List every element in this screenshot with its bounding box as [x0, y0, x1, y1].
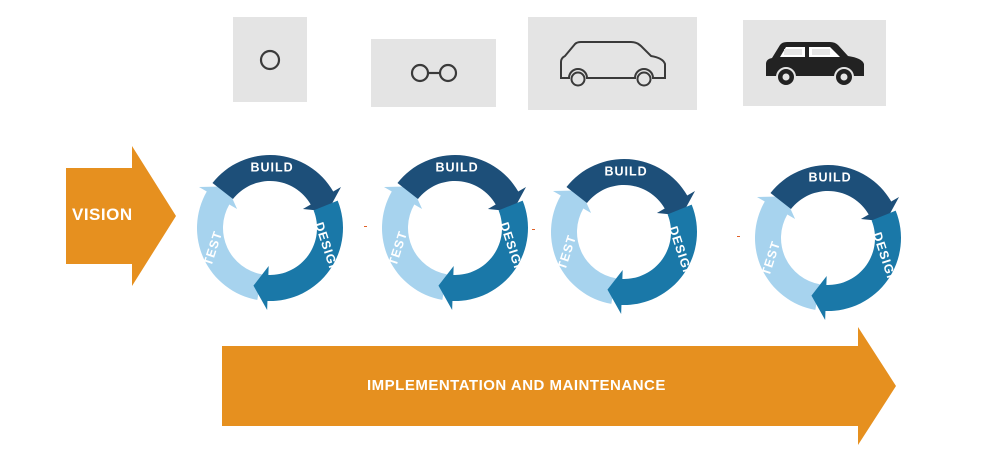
- car-solid-icon: [765, 41, 864, 87]
- axle-icon: [410, 63, 457, 83]
- build-segment: [770, 165, 900, 222]
- stage-box-2: [371, 39, 496, 107]
- build-label: BUILD: [604, 164, 647, 178]
- test-segment: [382, 186, 447, 300]
- connector-dot: [532, 229, 535, 230]
- implementation-label: IMPLEMENTATION AND MAINTENANCE: [367, 377, 666, 394]
- car-outline-icon: [559, 40, 666, 86]
- design-segment: [607, 204, 697, 314]
- connector-dot: [737, 236, 740, 237]
- stage-box-4: [743, 20, 886, 106]
- vision-arrow: VISION: [66, 146, 178, 286]
- design-segment: [438, 200, 528, 310]
- test-segment: [755, 196, 820, 310]
- connector-dot: [364, 226, 367, 227]
- circle-icon: [259, 49, 281, 70]
- build-label: BUILD: [250, 160, 293, 174]
- design-segment: [811, 210, 901, 320]
- test-segment: [197, 186, 262, 300]
- vision-label: VISION: [72, 205, 133, 224]
- stage-box-3: [528, 17, 697, 110]
- stage-box-1: [233, 17, 307, 102]
- build-label: BUILD: [435, 160, 478, 174]
- design-segment: [253, 200, 343, 310]
- build-segment: [212, 155, 342, 212]
- build-label: BUILD: [808, 170, 851, 184]
- build-segment: [566, 159, 696, 216]
- build-segment: [397, 155, 527, 212]
- implementation-arrow: IMPLEMENTATION AND MAINTENANCE: [222, 327, 898, 445]
- test-segment: [551, 190, 616, 304]
